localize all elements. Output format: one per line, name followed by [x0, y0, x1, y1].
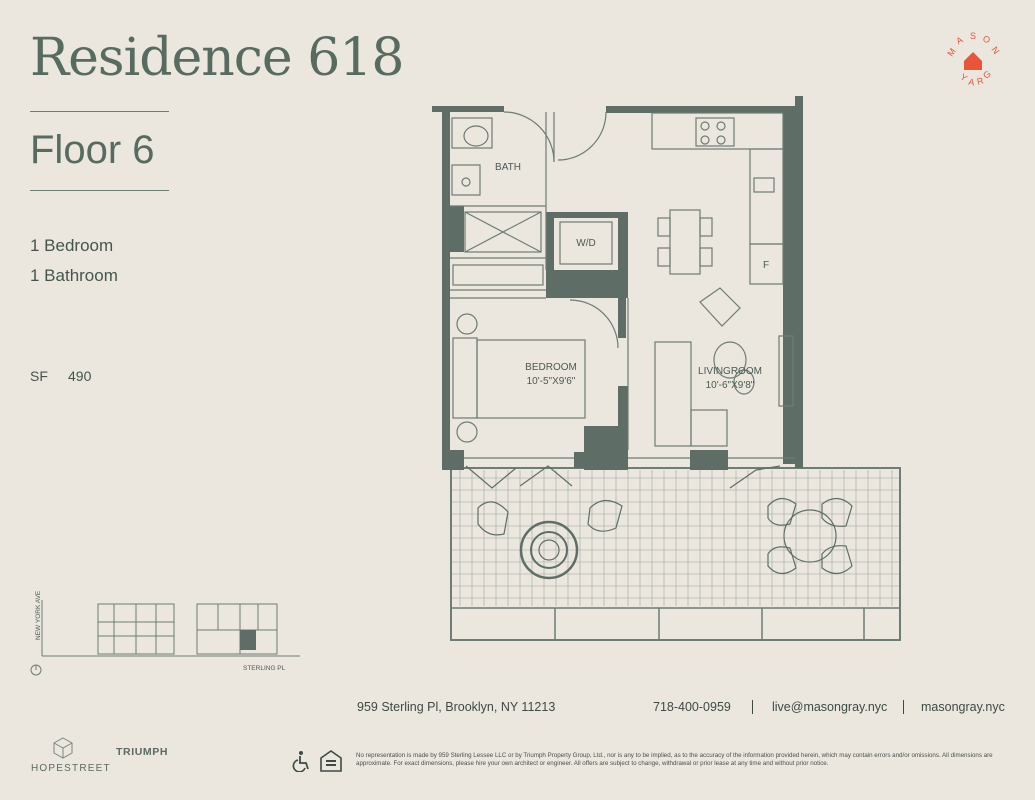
unit-highlight [240, 630, 256, 650]
svg-text:N: N [989, 45, 1001, 56]
website-link[interactable]: masongray.nyc [921, 700, 1005, 714]
room-label-bath: BATH [495, 162, 521, 173]
key-plan: NEW YORK AVE STERLING PL [30, 590, 300, 676]
svg-text:Y: Y [958, 72, 969, 84]
bedroom-count: 1 Bedroom [30, 236, 114, 255]
walls [432, 96, 803, 470]
interior-lines [450, 111, 795, 459]
equal-housing-icon [320, 750, 342, 772]
floor-plan: BATH W/D F BEDROOM 10'-5"X9'6" LIVINGROO… [432, 96, 901, 641]
room-dims-living: 10'-6"X9'8" [706, 380, 755, 391]
room-label-wd: W/D [576, 238, 595, 249]
svg-text:R: R [976, 75, 985, 86]
svg-text:S: S [970, 31, 976, 41]
divider [30, 111, 169, 112]
svg-text:G: G [981, 69, 993, 81]
floor-label: Floor 6 [30, 128, 155, 172]
separator [752, 700, 753, 714]
room-label-fridge: F [763, 260, 769, 271]
svg-text:A: A [968, 77, 976, 88]
street-ny-ave: NEW YORK AVE [35, 590, 42, 640]
page-title: Residence 618 [30, 28, 404, 88]
separator [903, 700, 904, 714]
house-icon [964, 52, 982, 70]
mason-gray-logo: M A S O N G R A Y [945, 31, 1001, 88]
room-dims-bedroom: 10'-5"X9'6" [527, 376, 576, 387]
bathroom-count: 1 Bathroom [30, 266, 118, 285]
terrace [450, 467, 901, 641]
svg-text:M: M [945, 46, 957, 58]
hopestreet-logo-icon [53, 737, 73, 759]
address: 959 Sterling Pl, Brooklyn, NY 11213 [357, 700, 556, 714]
accessibility-icon [292, 751, 309, 772]
phone[interactable]: 718-400-0959 [653, 700, 731, 714]
email-link[interactable]: live@masongray.nyc [772, 700, 888, 714]
sf-label: SF [30, 368, 48, 384]
legal-disclaimer: No representation is made by 959 Sterlin… [356, 752, 993, 768]
sf-value: 490 [68, 368, 92, 384]
svg-text:O: O [981, 33, 992, 45]
divider [30, 190, 169, 191]
svg-text:A: A [954, 35, 964, 47]
room-label-living: LIVINGROOM [698, 366, 762, 377]
terrace-furniture [465, 465, 853, 580]
street-sterling-pl: STERLING PL [243, 665, 286, 672]
room-label-bedroom: BEDROOM [525, 362, 577, 373]
triumph-wordmark: TRIUMPH [116, 746, 169, 758]
hopestreet-wordmark: HOPESTREET [31, 763, 111, 774]
